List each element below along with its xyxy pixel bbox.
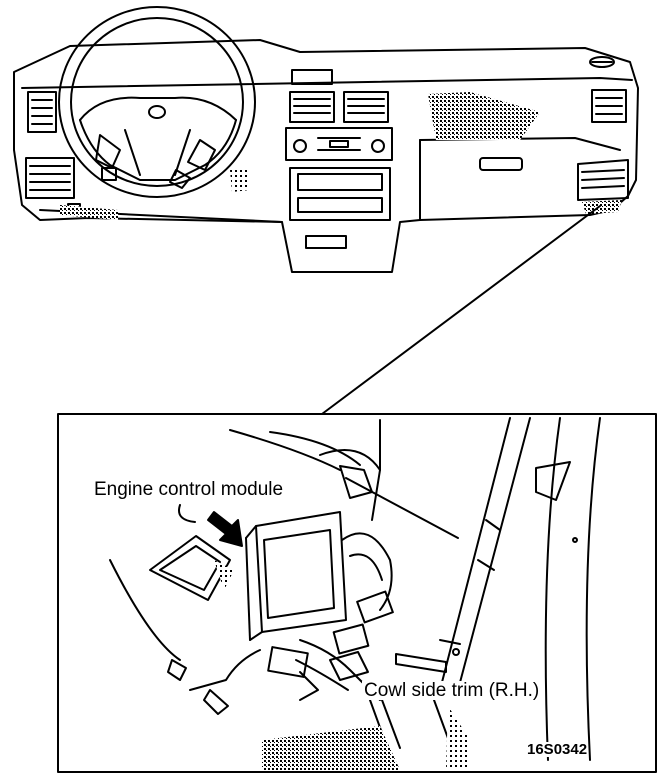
climate-control-panel	[285, 127, 393, 161]
leader-line	[321, 205, 601, 415]
dashboard-shading	[428, 92, 540, 140]
engine-control-module-label: Engine control module	[92, 479, 286, 500]
engine-control-module	[245, 511, 347, 641]
detail-illustration	[109, 417, 601, 770]
detail-frame	[57, 413, 657, 773]
left-side-vent	[25, 91, 81, 215]
center-vents	[289, 69, 389, 123]
right-lower-vent	[577, 159, 629, 201]
dashboard-outline	[13, 39, 639, 273]
right-side-vent	[589, 56, 627, 123]
figure-code: 16S0342	[527, 741, 588, 758]
steering-wheel	[58, 6, 256, 198]
cowl-side-trim-label: Cowl side trim (R.H.)	[362, 680, 542, 701]
ecm-arrow	[207, 511, 243, 547]
wiring-harness	[167, 532, 394, 715]
clip	[395, 639, 461, 673]
glove-box	[479, 157, 523, 171]
dashboard-illustration	[13, 6, 639, 273]
center-stack	[289, 167, 391, 249]
bracket	[149, 535, 231, 601]
detail-shading	[262, 726, 400, 770]
